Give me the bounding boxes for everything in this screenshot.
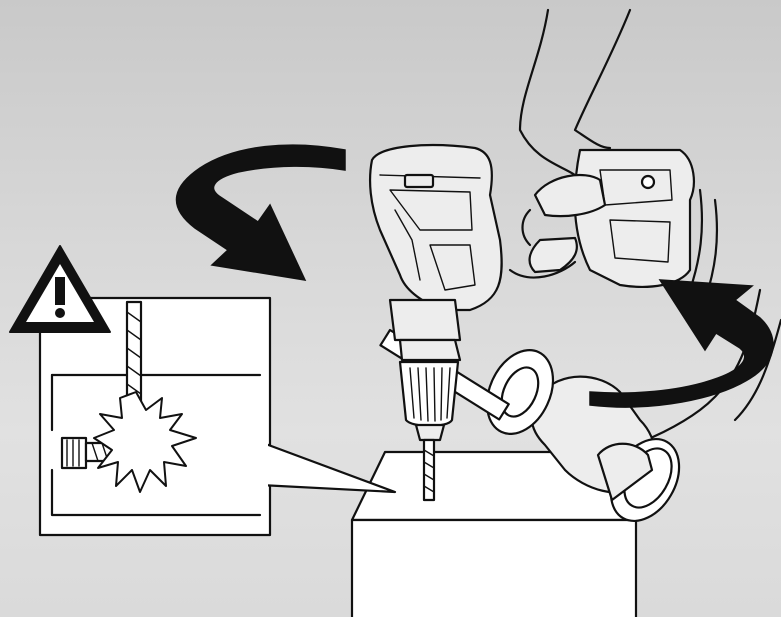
warning-triangle-icon [10,246,110,332]
rotation-arrow-left-icon [176,145,345,280]
rotation-arrow-right-icon [590,280,773,407]
drill-grip-with-hand [510,150,694,287]
cordless-drill [370,145,502,500]
warning-inset [40,298,395,535]
